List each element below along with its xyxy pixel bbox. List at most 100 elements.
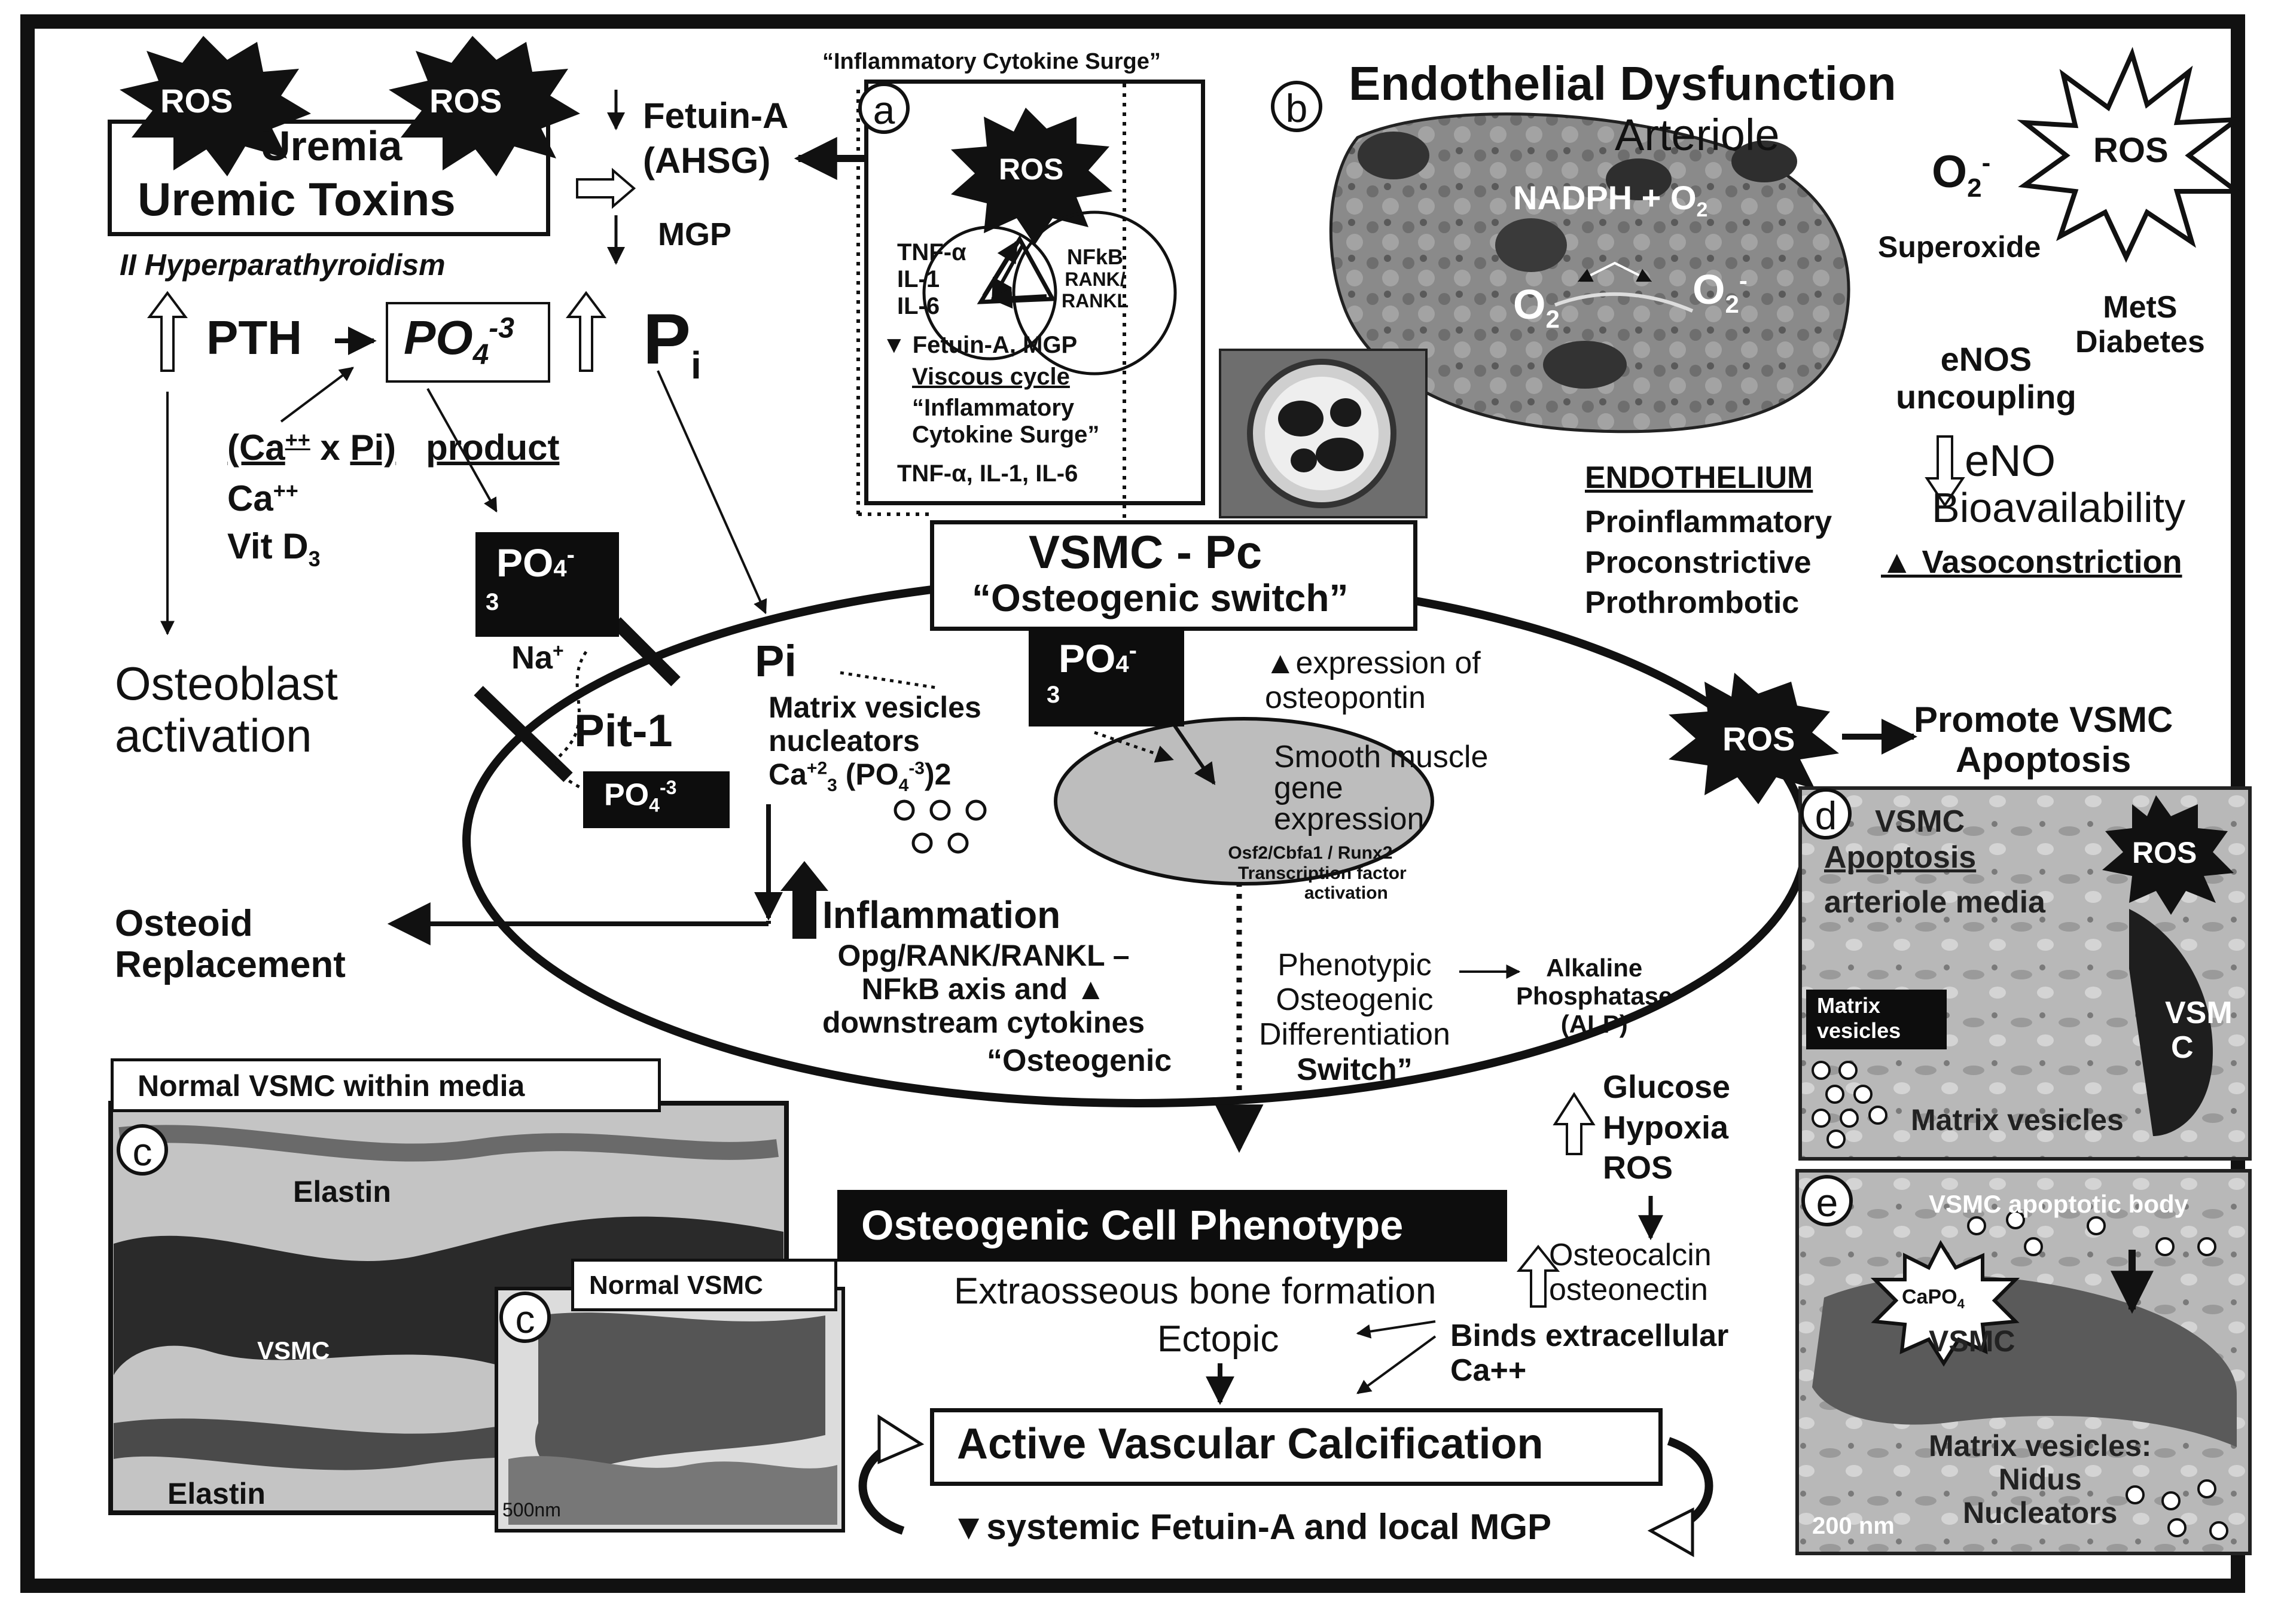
pi-cell-label: Pi [755,636,797,686]
fetuin-mgp-label: ▼ Fetuin-A, MGP [882,332,1078,358]
panel-c-elastin-bottom: Elastin [167,1477,266,1510]
o2-right-label: O2- [1693,266,1748,318]
panel-d-vesicles [1812,1061,1887,1149]
fetuin-a-label: Fetuin-A [643,96,789,136]
venn-circle-2 [1012,210,1177,376]
ros-label-2: ROS [429,82,502,120]
pth-label: PTH [206,311,302,364]
po4-box [386,302,550,383]
arrow-uremia-to-fetuin [576,167,636,209]
o2-left-label: O2 [1513,281,1560,333]
panel-c-header: Normal VSMC within media [138,1069,525,1103]
panel-a-box [864,80,1205,505]
vesicle-circles [894,799,987,854]
uremia-box [108,120,550,236]
po4-channel-label: PO4- [496,541,575,585]
pit-1-label: Pit-1 [574,706,673,756]
ros-label-d: ROS [2132,836,2197,869]
ca-pi-product-label: (Ca++ x Pi) product [227,428,560,468]
hyperparathyroidism-label: II Hyperparathyroidism [120,248,446,282]
superoxide-label: Superoxide [1878,230,2041,264]
vit-d3-label: Vit D3 [227,526,321,571]
ros-star-1 [120,36,311,176]
eno-label: eNO [1965,436,2056,486]
panel-e-letter: e [1801,1175,1853,1226]
panel-d-media: arteriole media [1824,885,2045,920]
uremia-label: Uremia [260,123,402,169]
panel-e-vsmc: VSMC [1929,1324,2015,1358]
ros-label-1: ROS [160,82,233,120]
nucleus-ellipse [1054,717,1434,886]
cytokines-label: TNF-α, IL-1, IL-6 [897,460,1078,487]
panel-c-inset-header: Normal VSMC [589,1271,763,1300]
ca-label: Ca++ [227,478,298,518]
panel-c-scale: 500nm [502,1499,561,1521]
panel-c-vsmc: VSMC [257,1336,330,1364]
panel-d-matrix-vesicles-label: Matrix vesicles [1911,1103,2124,1137]
osteogenic-switch-title: “Osteogenic switch” [972,576,1349,619]
venn-circle-1 [922,225,1057,361]
avc-box [930,1408,1663,1486]
ros-star-d [2102,795,2234,915]
panel-a-letter: a [858,83,910,134]
panel-d-apoptosis: Apoptosis [1824,840,1977,875]
avc-label: Active Vascular Calcification [957,1420,1544,1468]
uremic-toxins-label: Uremic Toxins [138,173,456,225]
osteogenic-phenotype-box [837,1190,1507,1262]
panel-c-inset-letter: c [499,1292,551,1343]
panel-b-letter: b [1271,81,1322,132]
po4-cytoplasm-label: PO4-3 [604,777,677,816]
ros-star-2 [389,36,580,176]
ros-star-b-outline [2017,47,2245,263]
po4-nucleus-sub3: 3 [1047,682,1060,708]
panel-e-capo4: CaPO4 [1902,1286,1965,1311]
ros-label-cell: ROS [1722,720,1795,758]
extraosseous-label: Extraosseous bone formation [954,1271,1437,1312]
na-label: Na+ [511,640,564,676]
ectopic-label: Ectopic [1157,1318,1279,1360]
po4-nucleus-label: PO4- [1059,636,1137,680]
bioavailability-label: Bioavailability [1932,484,2186,531]
vasoconstriction-label: ▲ Vasoconstriction [1881,544,2182,580]
panel-c-header-box [111,1058,661,1112]
inflammation-label: Inflammation [822,893,1061,936]
panel-c-letter: c [117,1124,168,1176]
osteogenic-phenotype-label: Osteogenic Cell Phenotype [861,1202,1404,1248]
ahsg-label: (AHSG) [643,141,771,181]
pi-label: Pi [643,299,702,387]
panel-c-inset-header-box [571,1259,837,1311]
vsmc-pc-title: VSMC - Pc [1029,526,1263,578]
nadph-label: NADPH + O2 [1513,179,1708,222]
endothelium-label: ENDOTHELIUM [1585,460,1813,495]
ros-label-b: ROS [2093,131,2169,170]
o2-superoxide-symbol: O2- [1932,146,1991,203]
vsmc-pc-box [930,520,1417,631]
viscous-cycle-label: Viscous cycle [912,364,1070,390]
opg-rank-label: Opg/RANK/RANKL –NFkB axis and ▲downstrea… [822,939,1145,1039]
mgp-label: MGP [658,216,732,252]
panel-c-elastin-top: Elastin [293,1175,391,1208]
ros-label-a: ROS [999,152,1064,186]
panel-d-letter: d [1800,788,1852,840]
ros-star-cell [1669,673,1839,804]
panel-e-scale: 200 nm [1812,1513,1895,1539]
po4-cytoplasm-box [583,771,730,828]
